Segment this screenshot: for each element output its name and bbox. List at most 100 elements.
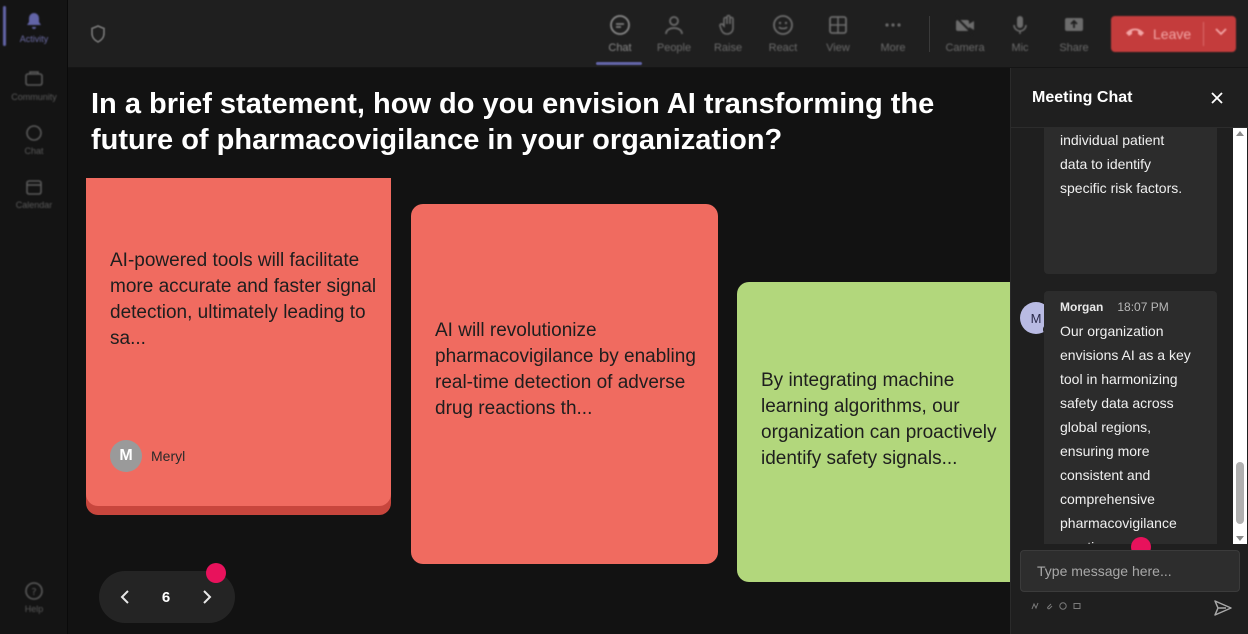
card-text: AI will revolutionize pharmacovigilance … xyxy=(435,320,696,419)
toolbar-people-button[interactable]: People xyxy=(646,8,702,64)
avatar-initial: M xyxy=(1030,310,1042,326)
avatar: M xyxy=(110,440,142,472)
response-card[interactable]: AI will revolutionize pharmacovigilance … xyxy=(411,204,718,564)
sender-name: Morgan xyxy=(1060,300,1104,314)
message-line: envisions AI as a key xyxy=(1060,347,1191,363)
card-text-line: organization can proactively xyxy=(761,422,997,443)
chevron-down-icon[interactable] xyxy=(1214,24,1228,41)
bell-icon xyxy=(23,10,45,32)
calendar-icon xyxy=(23,176,45,198)
toolbar-more-button[interactable]: More xyxy=(865,8,921,64)
scroll-thumb[interactable] xyxy=(1236,462,1244,524)
close-icon xyxy=(1211,92,1223,104)
toolbar-label: People xyxy=(656,42,692,54)
toolbar-raise-button[interactable]: Raise xyxy=(700,8,756,64)
chat-header: Meeting Chat xyxy=(1011,68,1248,128)
phone-hangup-icon xyxy=(1125,25,1145,43)
message-input[interactable] xyxy=(1021,551,1239,591)
message-composer xyxy=(1020,550,1240,592)
card-text-line: By integrating machine xyxy=(761,370,955,391)
scroll-up-icon[interactable] xyxy=(1236,131,1244,136)
chat-icon xyxy=(23,122,45,144)
toolbar-view-button[interactable]: View xyxy=(810,8,866,64)
chevron-right-icon xyxy=(203,590,212,604)
more-icon xyxy=(880,12,906,38)
rail-item-label: Community xyxy=(11,92,57,102)
raise-hand-icon xyxy=(715,12,741,38)
message-line: tool in harmonizing xyxy=(1060,371,1178,387)
gif-icon[interactable] xyxy=(1073,602,1081,610)
message-meta: Morgan 18:07 PM xyxy=(1060,299,1169,315)
smiley-icon xyxy=(770,12,796,38)
meeting-toolbar: Chat People Raise React View More xyxy=(68,0,1248,68)
previous-page-button[interactable] xyxy=(113,585,137,609)
toolbar-camera-button[interactable]: Camera xyxy=(937,8,993,64)
rail-item-label: Activity xyxy=(19,34,49,44)
rail-item-help[interactable]: ? Help xyxy=(0,570,68,624)
response-card[interactable]: AI-powered tools will facilitate more ac… xyxy=(86,178,391,506)
message-line: consistent and xyxy=(1060,467,1151,483)
format-toolbar xyxy=(1031,602,1081,610)
scroll-down-icon[interactable] xyxy=(1236,536,1244,541)
rail-item-community[interactable]: Community xyxy=(0,58,68,112)
notification-dot xyxy=(206,563,226,583)
help-icon: ? xyxy=(23,580,45,602)
leave-button[interactable]: Leave xyxy=(1111,16,1236,52)
message-line: individual patient xyxy=(1060,132,1165,148)
toolbar-label: More xyxy=(880,42,906,54)
toolbar-react-button[interactable]: React xyxy=(755,8,811,64)
message-line: ensuring more xyxy=(1060,443,1150,459)
toolbar-label: View xyxy=(826,42,850,54)
toolbar-label: Chat xyxy=(608,42,632,54)
page-number: 6 xyxy=(161,588,171,606)
card-text: By integrating machine learning algorith… xyxy=(761,368,1010,472)
meeting-chat-panel: Meeting Chat individual patient data to … xyxy=(1010,68,1248,634)
message-line: comprehensive xyxy=(1060,491,1155,507)
presentation-stage: In a brief statement, how do you envisio… xyxy=(68,68,1010,634)
svg-text:?: ? xyxy=(31,587,36,598)
toolbar-label: Share xyxy=(1059,42,1089,54)
toolbar-label: React xyxy=(768,42,798,54)
ink-icon[interactable] xyxy=(1031,602,1039,610)
chat-title: Meeting Chat xyxy=(1032,89,1133,106)
message-text: Our organization envisions AI as a key t… xyxy=(1060,319,1210,544)
chat-message: individual patient data to identify spec… xyxy=(1044,128,1217,274)
shield-icon[interactable] xyxy=(88,24,108,44)
author-name: Meryl xyxy=(151,448,186,464)
close-chat-button[interactable] xyxy=(1207,88,1227,108)
message-line: data to identify xyxy=(1060,156,1152,172)
response-card[interactable]: By integrating machine learning algorith… xyxy=(737,282,1010,582)
chat-bubble-icon xyxy=(607,12,633,38)
rail-item-chat[interactable]: Chat xyxy=(0,112,68,166)
rail-item-calendar[interactable]: Calendar xyxy=(0,166,68,220)
rail-item-label: Help xyxy=(24,604,44,614)
message-line: pharmacovigilance xyxy=(1060,515,1177,531)
camera-off-icon xyxy=(952,12,978,38)
community-icon xyxy=(23,68,45,90)
emoji-icon[interactable] xyxy=(1059,602,1067,610)
card-text-line: learning algorithms, our xyxy=(761,396,960,417)
toolbar-label: Mic xyxy=(1011,42,1029,54)
active-tab-indicator xyxy=(596,62,642,65)
leave-label: Leave xyxy=(1153,26,1192,42)
message-line: safety data across xyxy=(1060,395,1174,411)
send-button[interactable] xyxy=(1213,598,1233,618)
message-line: practices. xyxy=(1060,535,1210,544)
rail-item-activity[interactable]: Activity xyxy=(0,0,68,54)
attach-icon[interactable] xyxy=(1045,602,1053,610)
toolbar-divider xyxy=(929,16,930,52)
message-line: global regions, xyxy=(1060,419,1152,435)
rail-item-label: Chat xyxy=(24,146,44,156)
message-time: 18:07 PM xyxy=(1117,300,1169,314)
chat-scrollbar[interactable] xyxy=(1233,128,1247,544)
toolbar-share-button[interactable]: Share xyxy=(1046,8,1102,64)
send-icon xyxy=(1214,600,1232,616)
message-line: Our organization xyxy=(1060,323,1164,339)
chevron-left-icon xyxy=(120,590,129,604)
chat-messages: individual patient data to identify spec… xyxy=(1011,128,1248,544)
toolbar-label: Raise xyxy=(713,42,743,54)
toolbar-chat-button[interactable]: Chat xyxy=(592,8,648,64)
next-page-button[interactable] xyxy=(195,585,219,609)
grid-view-icon xyxy=(825,12,851,38)
toolbar-mic-button[interactable]: Mic xyxy=(992,8,1048,64)
